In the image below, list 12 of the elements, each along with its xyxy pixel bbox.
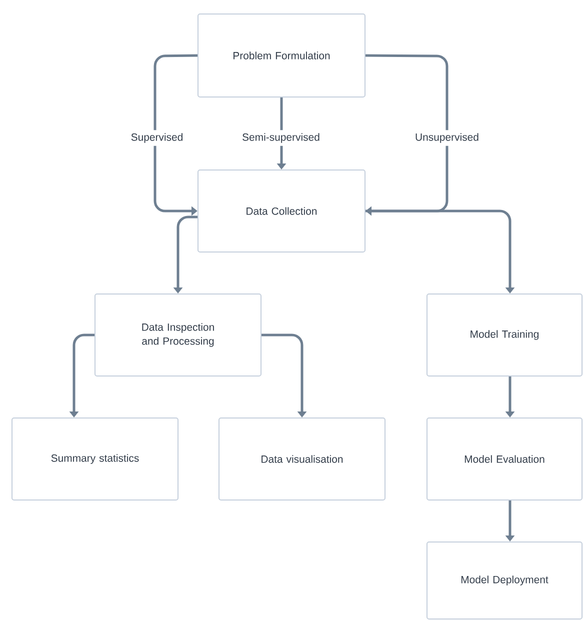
process-box: Data visualisation	[218, 418, 386, 500]
edge-label: Unsupervised	[412, 130, 482, 146]
process-box: Summary statistics	[12, 418, 178, 500]
edge-label: Supervised	[128, 130, 186, 146]
process-box: Model Training	[426, 294, 582, 376]
process-box: Data Inspection and Processing	[94, 294, 262, 376]
process-box: Problem Formulation	[198, 14, 366, 98]
process-box: Model Deployment	[426, 542, 582, 620]
edge-label: Semi-supervised	[239, 130, 323, 146]
arrow	[365, 54, 448, 216]
process-box: Model Evaluation	[426, 418, 582, 500]
process-box: Data Collection	[198, 170, 366, 252]
